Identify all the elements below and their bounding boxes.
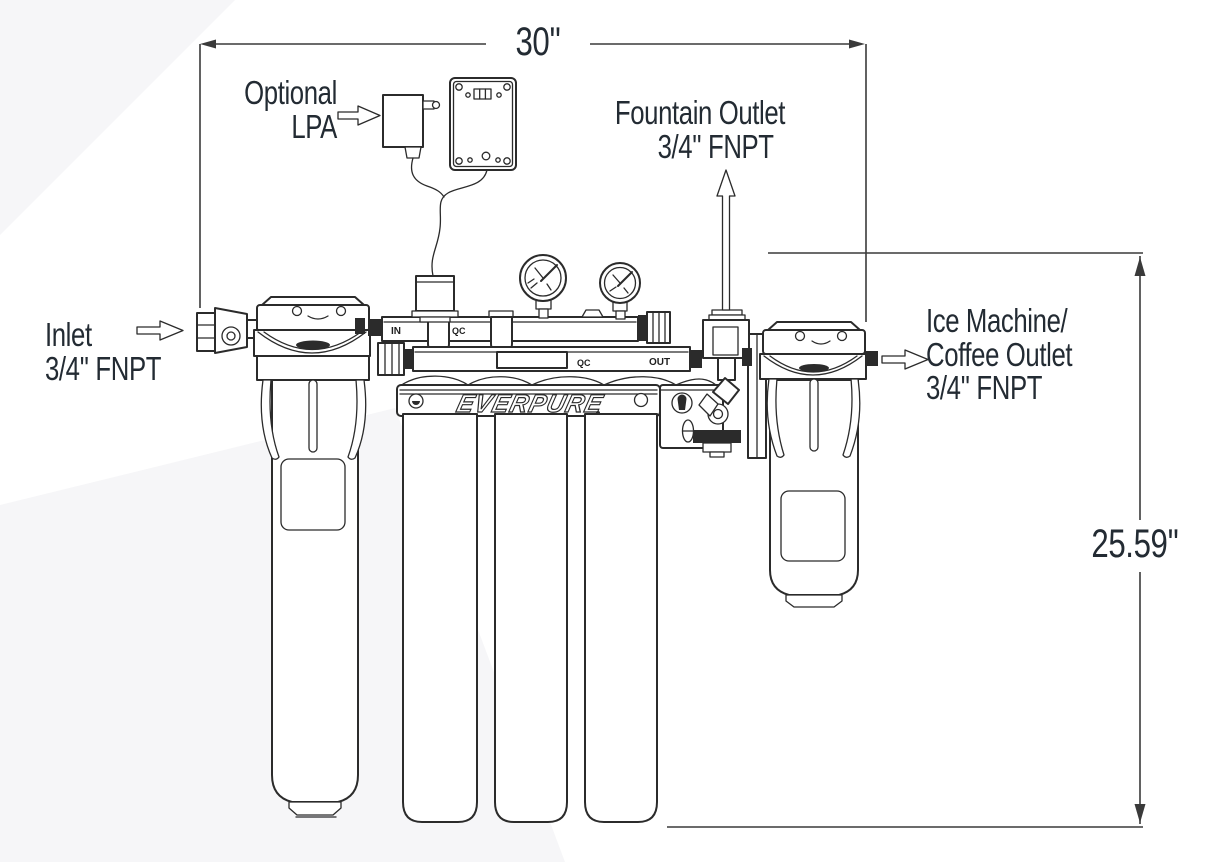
inlet-label: Inlet 3/4'' FNPT (45, 318, 161, 385)
fountain-outlet-label: Fountain Outlet 3/4'' FNPT (583, 96, 817, 163)
port-label-qc-top: QC (452, 326, 466, 336)
pressure-gauge-left (519, 254, 567, 319)
filter-cartridge-1 (402, 413, 478, 823)
ice-outlet-line3: 3/4'' FNPT (926, 369, 1043, 407)
pressure-gauge-right (599, 262, 641, 320)
prefilter-label-panel (280, 458, 346, 531)
prefilter-housing (271, 377, 359, 818)
ice-machine-outlet-label: Ice Machine/ Coffee Outlet 3/4'' FNPT (926, 302, 1073, 407)
lpa-power-adapter (382, 94, 441, 159)
manifold-lower-bar (377, 342, 702, 376)
port-label-in: IN (391, 326, 401, 337)
solenoid-valve (411, 275, 459, 323)
port-label-qc-bottom: QC (577, 358, 591, 368)
outlet-connector (865, 351, 878, 366)
qc-fitting-2 (488, 310, 514, 353)
lpa-control-box (449, 77, 517, 171)
filter-cartridge-3 (584, 413, 658, 823)
width-dimension (199, 39, 867, 322)
lpa-arrow-icon (337, 105, 381, 126)
postfilter-label-panel (780, 490, 846, 562)
postfilter-head (742, 321, 878, 458)
filter-cartridge-2 (494, 413, 568, 823)
height-dimension (667, 252, 1146, 828)
lpa-display (473, 88, 492, 100)
head-to-manifold-connector (355, 318, 365, 334)
port-label-out: OUT (649, 357, 670, 368)
lpa-cable (410, 157, 488, 277)
outlet-arrow-icon (881, 349, 929, 370)
manifold-end-coupling (646, 311, 671, 344)
postfilter-housing (769, 379, 859, 608)
inlet-fitting (196, 307, 258, 354)
lower-bar-left-coupling (377, 342, 405, 376)
height-dimension-label: 25.59'' (1091, 522, 1179, 566)
fountain-outlet-arrow-icon (716, 169, 736, 311)
optional-lpa-label: Optional LPA (244, 76, 337, 143)
width-dimension-label: 30'' (515, 20, 561, 64)
inlet-line2: 3/4'' FNPT (45, 349, 162, 387)
optional-lpa-line1: Optional (244, 74, 337, 111)
ice-outlet-line2: Coffee Outlet (926, 335, 1073, 373)
fountain-outlet-line2: 3/4'' FNPT (657, 127, 774, 165)
ice-outlet-line1: Ice Machine/ (926, 302, 1068, 339)
fountain-outlet-valve (693, 309, 767, 459)
inlet-arrow-icon (136, 320, 184, 341)
prefilter-head (253, 296, 371, 460)
fountain-outlet-line1: Fountain Outlet (614, 94, 786, 131)
inlet-line1: Inlet (45, 316, 92, 353)
optional-lpa-line2: LPA (291, 107, 337, 145)
